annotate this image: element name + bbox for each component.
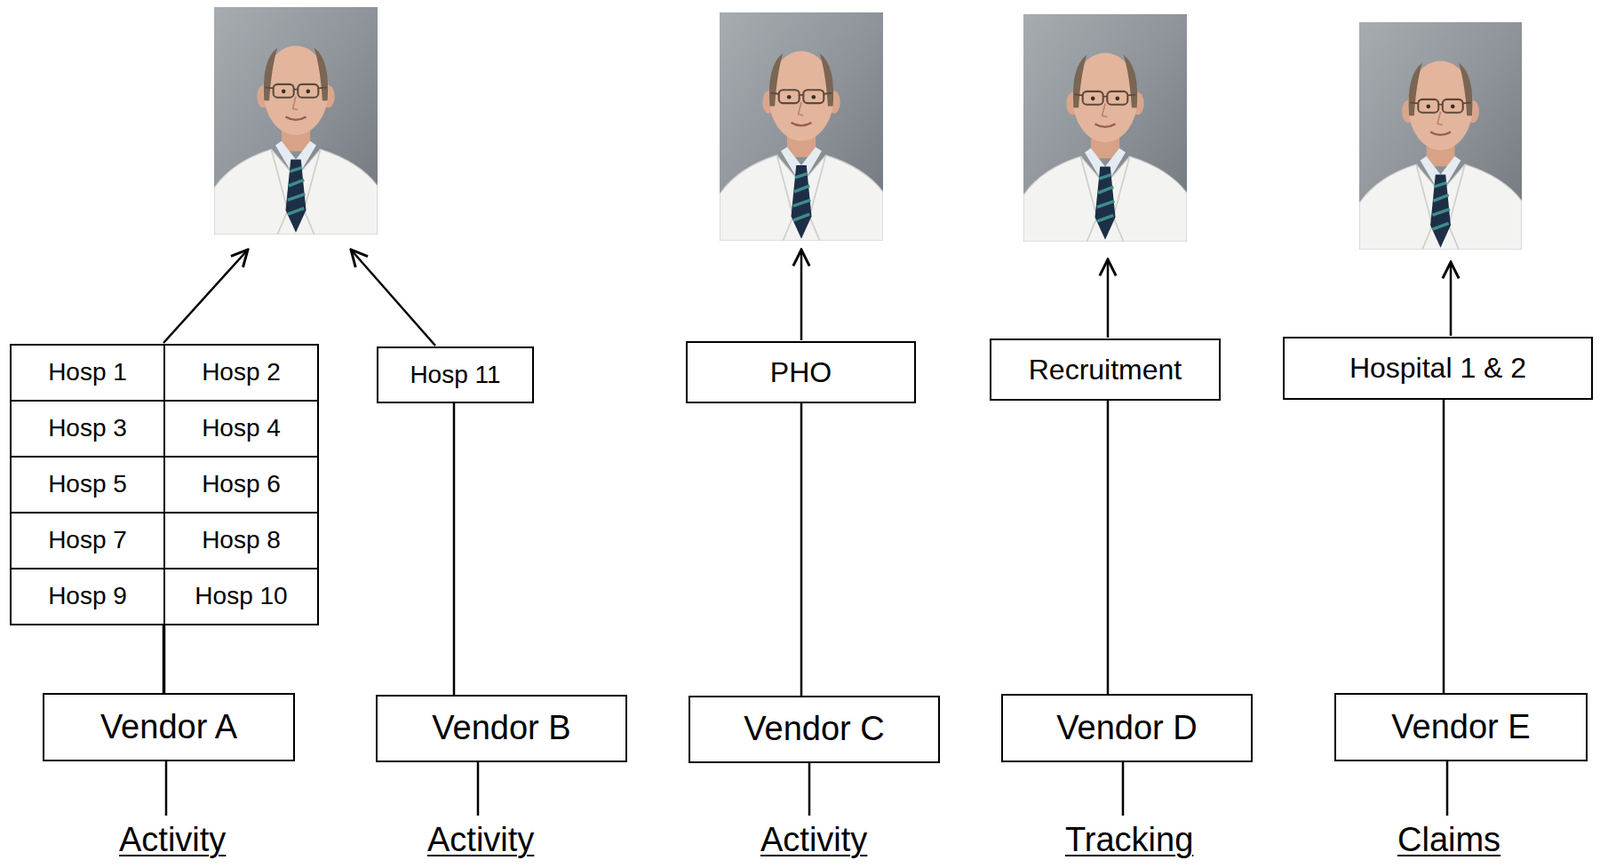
vendor-box: Vendor D <box>1001 693 1253 763</box>
connector-line <box>1106 400 1110 694</box>
photo-arrow <box>1449 262 1453 336</box>
doctor-photo <box>214 7 378 235</box>
vendor-box: Vendor A <box>42 692 295 762</box>
photo-arrow <box>163 249 248 343</box>
box-label: Vendor B <box>431 708 571 749</box>
box-label: Vendor E <box>1391 708 1530 748</box>
hospital-box: Hospital 1 & 2 <box>1282 336 1593 400</box>
box-label: Hosp 7 <box>47 525 128 555</box>
box-label: Hosp 4 <box>201 413 281 443</box>
role-label: Activity <box>119 820 226 860</box>
role-label-text: Activity <box>119 820 226 859</box>
role-label-text: Activity <box>427 820 534 859</box>
box-label: Vendor D <box>1056 708 1197 749</box>
box-label: Hosp 9 <box>47 581 128 611</box>
box-label: Hosp 2 <box>201 358 281 387</box>
box-label: Hosp 10 <box>194 581 287 611</box>
hospital-box: Hosp 10 <box>163 567 319 626</box>
hospital-box: Hosp 2 <box>163 343 319 402</box>
recruitment-box: Recruitment <box>989 338 1221 401</box>
hospital-box: Hosp 7 <box>9 511 166 570</box>
connector-line <box>453 403 456 695</box>
box-label: Hosp 5 <box>47 469 128 499</box>
leader-line <box>1446 761 1449 816</box>
box-label: Hosp 6 <box>201 469 281 499</box>
role-label: Claims <box>1397 820 1501 860</box>
box-label: Recruitment <box>1028 353 1183 387</box>
role-label-text: Tracking <box>1065 820 1194 859</box>
pho-box: PHO <box>685 341 916 404</box>
box-label: Vendor A <box>100 708 238 748</box>
role-label: Tracking <box>1065 820 1194 860</box>
box-label: Hosp 11 <box>409 360 501 390</box>
hospital-box: Hosp 11 <box>376 346 534 404</box>
hospital-box: Hosp 3 <box>9 399 166 458</box>
hospital-box: Hosp 5 <box>9 455 166 514</box>
doctor-photo <box>1023 14 1187 242</box>
box-label: Hosp 1 <box>47 358 128 387</box>
photo-arrow <box>800 249 804 341</box>
box-label: Hosp 3 <box>47 413 128 443</box>
box-label: PHO <box>770 356 832 390</box>
box-label: Hosp 8 <box>201 525 281 555</box>
hospital-box: Hosp 8 <box>163 511 319 570</box>
photo-arrow <box>1106 259 1110 338</box>
doctor-photo <box>719 12 884 241</box>
connector-line <box>163 625 167 693</box>
role-label: Activity <box>427 820 534 860</box>
leader-line <box>165 761 168 816</box>
connector-line <box>800 403 804 696</box>
hospital-box: Hosp 1 <box>9 343 166 402</box>
vendor-box: Vendor E <box>1334 692 1588 762</box>
vendor-box: Vendor C <box>688 695 940 764</box>
hospital-box: Hosp 6 <box>163 455 319 514</box>
vendor-box: Vendor B <box>375 694 628 763</box>
doctor-photo <box>1359 22 1522 250</box>
role-label: Activity <box>760 820 868 860</box>
connector-line <box>1442 399 1446 693</box>
photo-arrow <box>350 249 436 346</box>
role-label-text: Claims <box>1397 820 1501 859</box>
box-label: Vendor C <box>743 709 884 749</box>
leader-line <box>1122 762 1125 816</box>
role-label-text: Activity <box>760 820 868 859</box>
hospital-box: Hosp 4 <box>163 399 319 458</box>
hospital-box: Hosp 9 <box>9 567 166 626</box>
leader-line <box>477 762 480 816</box>
connector-line <box>162 625 166 693</box>
leader-line <box>808 763 812 816</box>
box-label: Hospital 1 & 2 <box>1349 351 1527 385</box>
